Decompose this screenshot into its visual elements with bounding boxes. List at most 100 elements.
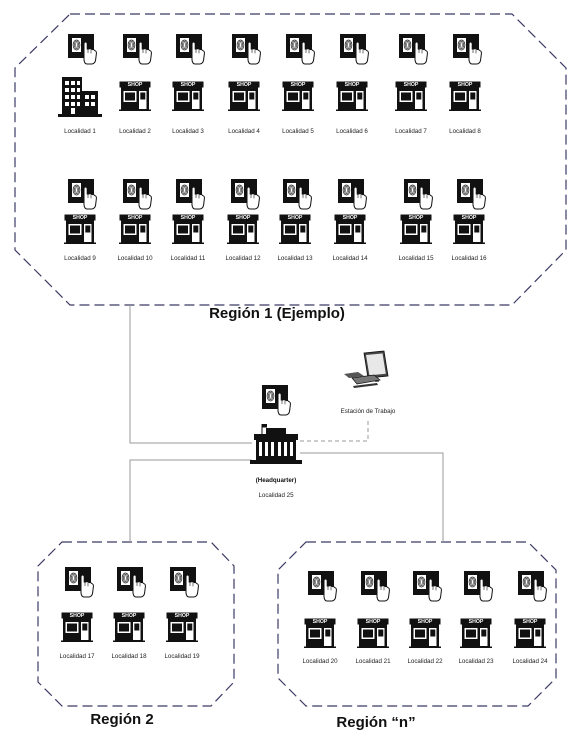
location-node: SHOP Localidad 11	[171, 178, 206, 262]
location-label: Localidad 17	[59, 653, 95, 660]
shop-sign-text: SHOP	[291, 82, 306, 88]
headquarter-label: Localidad 25	[258, 492, 294, 499]
workstation-label: Estación de Trabajo	[341, 408, 396, 415]
shop-icon: SHOP	[227, 214, 259, 244]
headquarter-building-icon	[250, 424, 302, 464]
fingerprint-terminal-icon	[175, 33, 205, 65]
shop-sign-text: SHOP	[128, 215, 143, 221]
region-2-link	[129, 459, 252, 542]
location-node: SHOP Localidad 15	[398, 178, 434, 262]
location-node: SHOP Localidad 9	[64, 178, 97, 262]
shop-icon: SHOP	[166, 612, 198, 642]
computer-workstation-icon	[344, 350, 389, 389]
shop-icon: SHOP	[400, 214, 432, 244]
shop-sign-text: SHOP	[181, 82, 196, 88]
shop-icon: SHOP	[514, 618, 546, 648]
office-building-icon	[58, 77, 102, 117]
location-label: Localidad 5	[282, 128, 314, 135]
shop-sign-text: SHOP	[237, 82, 252, 88]
shop-icon: SHOP	[449, 81, 481, 111]
fingerprint-terminal-icon	[517, 570, 547, 602]
location-label: Localidad 9	[64, 255, 96, 262]
location-label: Localidad 23	[458, 658, 494, 665]
shop-sign-text: SHOP	[409, 215, 424, 221]
location-node: SHOP Localidad 10	[117, 178, 153, 262]
location-node: Localidad 1	[58, 33, 102, 135]
fingerprint-terminal-icon	[339, 33, 369, 65]
headquarter: (Headquarter) Localidad 25	[250, 384, 302, 499]
fingerprint-terminal-icon	[230, 178, 260, 210]
fingerprint-terminal-icon	[122, 33, 152, 65]
shop-icon: SHOP	[409, 618, 441, 648]
location-label: Localidad 20	[302, 658, 338, 665]
shop-icon: SHOP	[453, 214, 485, 244]
region-1-title: Región 1 (Ejemplo)	[209, 305, 345, 322]
shop-icon: SHOP	[172, 81, 204, 111]
shop-sign-text: SHOP	[70, 613, 85, 619]
fingerprint-terminal-icon	[67, 178, 97, 210]
shop-icon: SHOP	[334, 214, 366, 244]
fingerprint-terminal-icon	[116, 566, 146, 598]
fingerprint-terminal-icon	[463, 570, 493, 602]
location-label: Localidad 6	[336, 128, 368, 135]
shop-icon: SHOP	[279, 214, 311, 244]
location-node: SHOP Localidad 3	[172, 33, 205, 135]
shop-sign-text: SHOP	[73, 215, 88, 221]
region-n-border	[277, 541, 557, 707]
location-node: SHOP Localidad 17	[59, 566, 95, 660]
location-node: SHOP Localidad 24	[512, 570, 548, 665]
workstation: Estación de Trabajo	[341, 350, 396, 415]
fingerprint-terminal-icon	[122, 178, 152, 210]
shop-sign-text: SHOP	[122, 613, 137, 619]
fingerprint-terminal-icon	[337, 178, 367, 210]
shop-icon: SHOP	[304, 618, 336, 648]
shop-sign-text: SHOP	[462, 215, 477, 221]
shop-icon: SHOP	[119, 81, 151, 111]
location-label: Localidad 19	[164, 653, 200, 660]
region-n-title: Región “n”	[336, 714, 415, 731]
shop-icon: SHOP	[172, 214, 204, 244]
region-1-link	[129, 305, 252, 444]
location-label: Localidad 11	[171, 255, 206, 262]
location-node: SHOP Localidad 19	[164, 566, 200, 660]
fingerprint-terminal-icon	[282, 178, 312, 210]
shop-sign-text: SHOP	[418, 619, 433, 625]
location-node: SHOP Localidad 8	[449, 33, 482, 135]
location-label: Localidad 24	[512, 658, 548, 665]
shop-icon: SHOP	[228, 81, 260, 111]
location-node: SHOP Localidad 12	[225, 178, 261, 262]
location-label: Localidad 3	[172, 128, 204, 135]
fingerprint-terminal-icon	[412, 570, 442, 602]
location-node: SHOP Localidad 16	[451, 178, 487, 262]
location-label: Localidad 10	[117, 255, 153, 262]
location-label: Localidad 8	[449, 128, 481, 135]
shop-icon: SHOP	[336, 81, 368, 111]
connector-lines	[129, 305, 444, 542]
shop-sign-text: SHOP	[523, 619, 538, 625]
shop-sign-text: SHOP	[404, 82, 419, 88]
location-label: Localidad 16	[451, 255, 487, 262]
shop-sign-text: SHOP	[128, 82, 143, 88]
shop-sign-text: SHOP	[175, 613, 190, 619]
fingerprint-terminal-icon	[452, 33, 482, 65]
shop-sign-text: SHOP	[181, 215, 196, 221]
location-node: SHOP Localidad 23	[458, 570, 494, 665]
fingerprint-terminal-icon	[169, 566, 199, 598]
headquarter-title: (Headquarter)	[256, 477, 297, 484]
location-label: Localidad 13	[277, 255, 313, 262]
location-label: Localidad 12	[225, 255, 261, 262]
shop-sign-text: SHOP	[469, 619, 484, 625]
workstation-link	[300, 419, 369, 442]
location-node: SHOP Localidad 13	[277, 178, 313, 262]
shop-icon: SHOP	[395, 81, 427, 111]
location-label: Localidad 15	[398, 255, 434, 262]
fingerprint-terminal-icon	[398, 33, 428, 65]
fingerprint-terminal-icon	[175, 178, 205, 210]
